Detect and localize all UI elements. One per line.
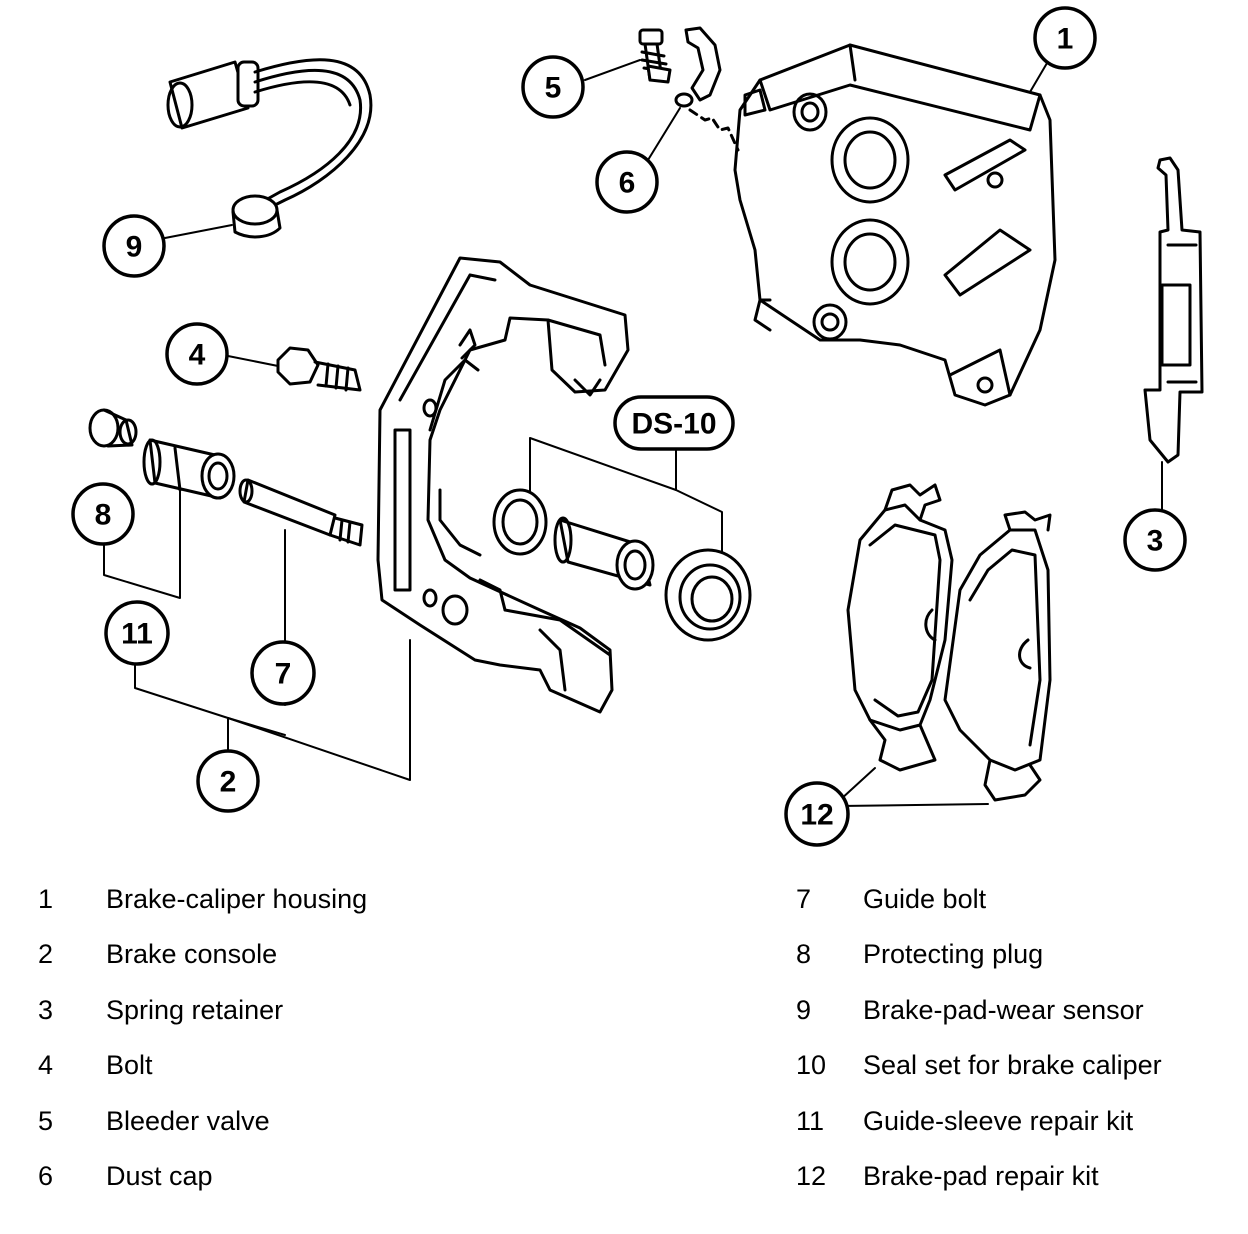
legend-label: Brake-pad-wear sensor bbox=[863, 994, 1144, 1025]
legend-label: Dust cap bbox=[106, 1160, 213, 1191]
callout-3: 3 bbox=[1147, 525, 1164, 558]
guide-sleeve bbox=[142, 438, 236, 500]
callout-2: 2 bbox=[220, 766, 237, 799]
callout-circles bbox=[71, 6, 1187, 847]
seal-set bbox=[492, 488, 752, 642]
callout-4: 4 bbox=[189, 339, 206, 372]
dust-cap bbox=[674, 26, 740, 152]
legend-item: 11 Guide-sleeve repair kit bbox=[796, 1094, 1236, 1149]
callout-12: 12 bbox=[800, 799, 833, 832]
legend-label: Guide bolt bbox=[863, 884, 987, 914]
protecting-plug bbox=[88, 408, 138, 448]
bolt bbox=[276, 346, 362, 392]
legend-label: Guide-sleeve repair kit bbox=[863, 1105, 1134, 1136]
spring-retainer bbox=[1143, 156, 1204, 464]
leader-lines bbox=[103, 57, 1163, 807]
callout-5: 5 bbox=[545, 72, 562, 105]
legend-item: 12 Brake-pad repair kit bbox=[796, 1149, 1236, 1204]
legend-item: 5 Bleeder valve bbox=[38, 1094, 598, 1149]
guide-bolt bbox=[238, 478, 364, 547]
legend-number: 3 bbox=[38, 994, 54, 1025]
legend-label: Brake-pad repair kit bbox=[863, 1160, 1099, 1191]
legend-label: Seal set for brake caliper bbox=[863, 1050, 1162, 1081]
legend-number: 10 bbox=[796, 1050, 827, 1081]
brake-pads bbox=[846, 483, 1052, 802]
legend-column-left: 1 Brake-caliper housing 2 Brake console … bbox=[38, 872, 598, 1204]
legend-number: 4 bbox=[38, 1050, 54, 1081]
brake-console bbox=[376, 256, 630, 714]
legend-number: 2 bbox=[38, 939, 54, 970]
legend-item: 7 Guide bolt bbox=[796, 872, 1236, 927]
legend-column-right: 7 Guide bolt 8 Protecting plug 9 Brake-p… bbox=[796, 872, 1236, 1204]
legend-number: 12 bbox=[796, 1160, 827, 1191]
callout-6: 6 bbox=[619, 167, 636, 200]
legend-item: 9 Brake-pad-wear sensor bbox=[796, 983, 1236, 1038]
legend-number: 6 bbox=[38, 1160, 54, 1191]
legend-item: 3 Spring retainer bbox=[38, 983, 598, 1038]
callout-8: 8 bbox=[95, 499, 112, 532]
bleeder-valve bbox=[638, 28, 672, 84]
legend-number: 5 bbox=[38, 1105, 54, 1136]
callout-11: 11 bbox=[121, 618, 153, 651]
legend-label: Bleeder valve bbox=[106, 1105, 270, 1136]
legend-number: 9 bbox=[796, 994, 812, 1025]
brake-caliper-housing bbox=[733, 43, 1057, 407]
legend-label: Bolt bbox=[106, 1050, 153, 1081]
parts-legend: 1 Brake-caliper housing 2 Brake console … bbox=[0, 872, 1248, 1212]
legend-label: Spring retainer bbox=[106, 994, 284, 1025]
legend-item: 6 Dust cap bbox=[38, 1149, 598, 1204]
legend-item: 2 Brake console bbox=[38, 927, 598, 982]
callout-ds-10: DS-10 bbox=[631, 408, 716, 441]
legend-number: 7 bbox=[796, 884, 812, 914]
legend-item: 4 Bolt bbox=[38, 1038, 598, 1093]
callout-7: 7 bbox=[275, 658, 292, 691]
legend-label: Protecting plug bbox=[863, 939, 1044, 970]
legend-label: Brake console bbox=[106, 939, 278, 970]
callout-9: 9 bbox=[126, 231, 143, 264]
callout-1: 1 bbox=[1057, 23, 1074, 56]
legend-item: 1 Brake-caliper housing bbox=[38, 872, 598, 927]
legend-number: 1 bbox=[38, 884, 54, 914]
legend-number: 11 bbox=[796, 1105, 825, 1136]
exploded-brake-caliper-diagram: 1 5 6 9 4 8 3 11 7 2 12 DS-10 bbox=[71, 6, 1204, 847]
brake-pad-wear-sensor bbox=[166, 58, 373, 239]
legend-label: Brake-caliper housing bbox=[106, 884, 368, 914]
legend-item: 8 Protecting plug bbox=[796, 927, 1236, 982]
legend-item: 10 Seal set for brake caliper bbox=[796, 1038, 1236, 1093]
legend-number: 8 bbox=[796, 939, 812, 970]
